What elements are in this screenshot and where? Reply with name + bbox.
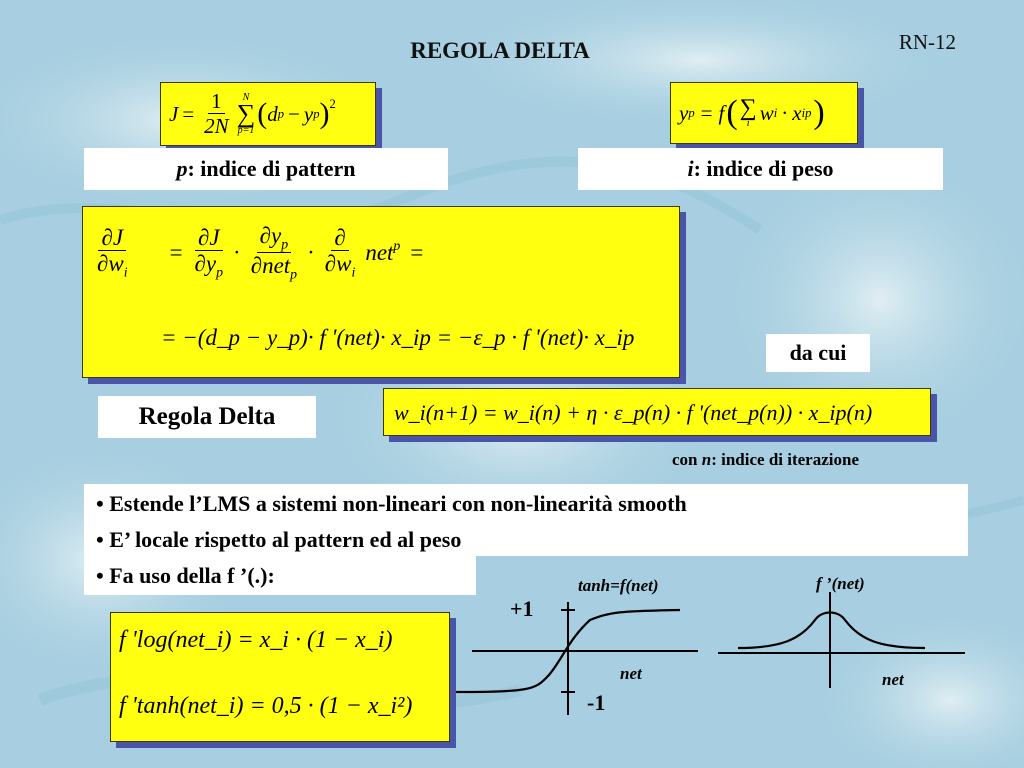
- derivative-tanh: f 'tanh(net_i) = 0,5 · (1 − x_i²): [119, 693, 413, 719]
- cost-fraction: 1 2N: [204, 88, 229, 138]
- cost-eq: =: [182, 101, 195, 126]
- cost-lhs: J: [169, 101, 179, 126]
- derivative-graph-title: f ’(net): [816, 574, 865, 593]
- tanh-curve: [449, 608, 681, 694]
- cost-sum: N ∑ p=1: [236, 92, 256, 136]
- iteration-caption: con n: indice di iterazione: [672, 450, 859, 469]
- tanh-graph-title: tanh=f(net): [578, 576, 659, 595]
- pattern-index-label: p: indice di pattern: [84, 148, 448, 190]
- da-cui-label: da cui: [766, 334, 870, 372]
- derivative-xlabel: net: [882, 670, 904, 689]
- bullet-item-2: • E’ locale rispetto al pattern ed al pe…: [84, 523, 968, 556]
- slide-code: RN-12: [898, 30, 956, 54]
- slide-title: REGOLA DELTA: [410, 38, 590, 63]
- weight-index-label: i: indice di peso: [578, 148, 943, 190]
- output-sum: ∑ i: [739, 94, 757, 130]
- tanh-plus-one: +1: [510, 596, 534, 621]
- tanh-graph: [440, 602, 698, 715]
- bullet-item-3: • Fa uso della f ’(.):: [84, 556, 476, 595]
- tanh-minus-one: -1: [587, 690, 606, 715]
- bullet-item-1: • Estende l’LMS a sistemi non-lineari co…: [84, 484, 968, 523]
- derivative-graph: [718, 592, 965, 688]
- regola-delta-label: Regola Delta: [98, 396, 316, 438]
- update-rule-box: w_i(n+1) = w_i(n) + η · ε_p(n) · f '(net…: [383, 388, 931, 436]
- derivatives-box: f 'log(net_i) = x_i · (1 − x_i) f 'tanh(…: [110, 612, 450, 742]
- derivative-curve: [737, 611, 926, 650]
- tanh-xlabel: net: [620, 664, 642, 683]
- bullet-list: • Estende l’LMS a sistemi non-lineari co…: [84, 484, 968, 595]
- derivative-log: f 'log(net_i) = x_i · (1 − x_i): [119, 627, 393, 653]
- update-rule-formula: w_i(n+1) = w_i(n) + η · ε_p(n) · f '(net…: [394, 400, 873, 425]
- derivative-line-2: = −(d_p − y_p)· f '(net)· x_ip = −ε_p · …: [161, 325, 635, 350]
